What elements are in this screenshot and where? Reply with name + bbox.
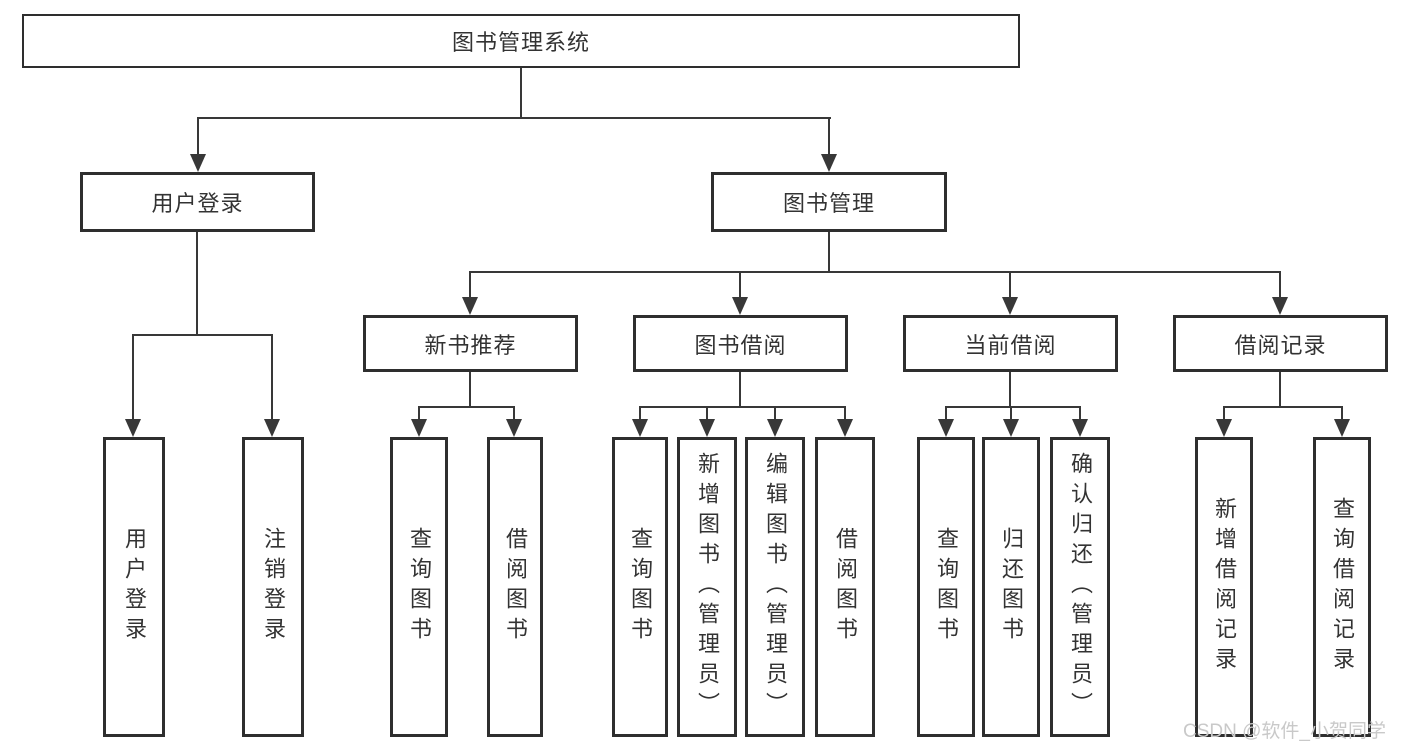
leaf-label: 借阅图书 [833, 527, 858, 647]
connector-line [945, 407, 947, 421]
leaf-label: 归还图书 [999, 527, 1024, 647]
connector-arrow [411, 419, 427, 437]
connector-line [1341, 407, 1343, 421]
node-book-borrow: 图书借阅 [633, 315, 848, 372]
connector-arrow [837, 419, 853, 437]
connector-line [1279, 372, 1281, 408]
leaf-confirm-return-admin: 确认归还（管理员） [1050, 437, 1110, 737]
connector-line [1223, 406, 1343, 408]
leaf-label: 用户登录 [122, 527, 147, 647]
connector-arrow [264, 419, 280, 437]
leaf-query-books-3: 查询图书 [917, 437, 975, 737]
leaf-return-book: 归还图书 [982, 437, 1040, 737]
connector-line [271, 335, 273, 421]
connector-line [945, 406, 1081, 408]
leaf-borrow-books-2: 借阅图书 [815, 437, 875, 737]
connector-line [1010, 407, 1012, 421]
node-library-system: 图书管理系统 [22, 14, 1020, 68]
connector-line [520, 68, 522, 118]
connector-line [196, 232, 198, 336]
connector-arrow [632, 419, 648, 437]
connector-arrow [506, 419, 522, 437]
connector-line [418, 406, 515, 408]
leaf-label: 新增借阅记录 [1212, 497, 1237, 677]
connector-line [844, 407, 846, 421]
connector-arrow [938, 419, 954, 437]
connector-arrow [1002, 297, 1018, 315]
node-new-book-recommend: 新书推荐 [363, 315, 578, 372]
connector-line [639, 406, 846, 408]
connector-line [469, 372, 471, 408]
connector-line [774, 407, 776, 421]
csdn-watermark: CSDN @软件_小贺同学 [1183, 721, 1386, 742]
leaf-user-login: 用户登录 [103, 437, 165, 737]
node-current-borrow: 当前借阅 [903, 315, 1118, 372]
leaf-borrow-books-1: 借阅图书 [487, 437, 543, 737]
connector-arrow [125, 419, 141, 437]
connector-line [1079, 407, 1081, 421]
leaf-label: 注销登录 [261, 527, 286, 647]
connector-line [1009, 372, 1011, 408]
connector-line [639, 407, 641, 421]
connector-arrow [1334, 419, 1350, 437]
connector-line [469, 271, 1281, 273]
node-label: 新书推荐 [424, 332, 517, 358]
leaf-label: 新增图书（管理员） [695, 452, 720, 722]
connector-line [739, 272, 741, 299]
leaf-add-book-admin: 新增图书（管理员） [677, 437, 737, 737]
leaf-query-borrow-record: 查询借阅记录 [1313, 437, 1371, 737]
node-borrow-record: 借阅记录 [1173, 315, 1388, 372]
leaf-label: 查询图书 [628, 527, 653, 647]
connector-arrow [190, 154, 206, 172]
connector-line [828, 118, 830, 158]
connector-line [513, 407, 515, 421]
leaf-label: 确认归还（管理员） [1068, 452, 1093, 722]
connector-arrow [699, 419, 715, 437]
connector-arrow [462, 297, 478, 315]
connector-line [1223, 407, 1225, 421]
node-book-management: 图书管理 [711, 172, 947, 232]
connector-arrow [1003, 419, 1019, 437]
node-label: 图书管理系统 [451, 30, 590, 55]
node-label: 当前借阅 [964, 332, 1057, 358]
connector-arrow [1272, 297, 1288, 315]
connector-line [132, 334, 273, 336]
connector-line [132, 335, 134, 421]
connector-line [197, 118, 199, 158]
node-user-login: 用户登录 [80, 172, 315, 232]
node-label: 图书借阅 [694, 332, 787, 358]
connector-line [197, 117, 831, 119]
connector-line [1009, 272, 1011, 299]
connector-line [739, 372, 741, 408]
node-label: 图书管理 [782, 191, 875, 216]
connector-arrow [821, 154, 837, 172]
node-label: 借阅记录 [1234, 332, 1327, 358]
connector-line [828, 232, 830, 273]
connector-arrow [1072, 419, 1088, 437]
connector-line [1279, 272, 1281, 299]
leaf-add-borrow-record: 新增借阅记录 [1195, 437, 1253, 737]
leaf-label: 编辑图书（管理员） [763, 452, 788, 722]
leaf-query-books-1: 查询图书 [390, 437, 448, 737]
connector-arrow [1216, 419, 1232, 437]
connector-arrow [732, 297, 748, 315]
connector-line [418, 407, 420, 421]
leaf-label: 查询图书 [934, 527, 959, 647]
connector-line [706, 407, 708, 421]
leaf-logout: 注销登录 [242, 437, 304, 737]
leaf-label: 查询图书 [407, 527, 432, 647]
connector-arrow [767, 419, 783, 437]
connector-line [469, 272, 471, 299]
node-label: 用户登录 [151, 191, 244, 216]
leaf-label: 查询借阅记录 [1330, 497, 1355, 677]
leaf-label: 借阅图书 [503, 527, 528, 647]
leaf-edit-book-admin: 编辑图书（管理员） [745, 437, 805, 737]
leaf-query-books-2: 查询图书 [612, 437, 668, 737]
